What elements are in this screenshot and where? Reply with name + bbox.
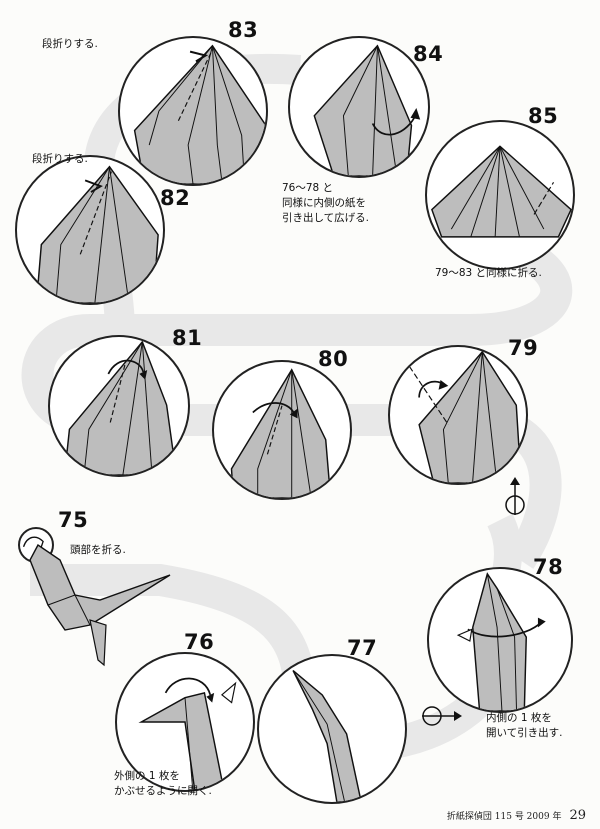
crane-tail-illustration [313, 44, 421, 176]
step-75-number: 75 [58, 508, 89, 532]
step-80-number: 80 [318, 347, 349, 371]
crane-tail-pleat-illustration [35, 165, 159, 303]
step-75-note: 頭部を折る. [70, 544, 126, 556]
page-number: 29 [569, 808, 586, 823]
step-78-note-1: 内側の 1 枚を [486, 712, 552, 724]
step-84-note-3: 引き出して広げる. [282, 212, 370, 224]
turn-over-icon [422, 706, 462, 726]
step-83-number: 83 [228, 18, 259, 42]
turn-over-icon [505, 477, 525, 515]
step-77-number: 77 [347, 636, 378, 660]
crane-neck-pull-illustration [456, 572, 546, 711]
step-82-diagram [15, 155, 165, 305]
publication-info: 折紙探偵団 115 号 2009 年 [446, 812, 562, 822]
step-84-note-2: 同様に内側の紙を [282, 197, 366, 209]
step-81-number: 81 [172, 326, 203, 350]
step-84-diagram [288, 36, 430, 178]
step-83-diagram [118, 36, 268, 186]
crane-tail-spread-illustration [431, 145, 572, 238]
step-76-diagram [115, 652, 255, 792]
step-77-diagram [257, 654, 407, 804]
step-78-note-2: 開いて引き出す. [486, 727, 563, 739]
step-85-note: 79〜83 と同様に折る. [435, 267, 542, 279]
step-76-note-2: かぶせるように開く. [114, 785, 212, 797]
crane-tail-fold-illustration [63, 340, 178, 475]
step-81-diagram [48, 335, 190, 477]
step-83-note: 段折りする. [42, 38, 98, 50]
crane-tail-fold-illustration [408, 350, 522, 483]
step-84-number: 84 [413, 42, 444, 66]
step-79-diagram [388, 345, 528, 485]
step-85-number: 85 [528, 104, 559, 128]
step-82-number: 82 [160, 186, 191, 210]
step-78-diagram [427, 567, 573, 713]
step-84-note-1: 76〜78 と [282, 182, 334, 194]
crane-tail-fold-illustration [133, 44, 266, 184]
crane-head-open-illustration [138, 677, 237, 790]
crane-figure-illustration [29, 543, 171, 667]
step-79-number: 79 [508, 336, 539, 360]
page-footer: 折紙探偵団 115 号 2009 年 29 [447, 808, 586, 823]
step-76-note-1: 外側の 1 枚を [114, 770, 180, 782]
step-80-diagram [212, 360, 352, 500]
crane-neck-illustration [292, 670, 362, 802]
step-82-note: 段折りする. [32, 153, 88, 165]
step-78-number: 78 [533, 555, 564, 579]
crane-head-detail-icon [22, 536, 44, 558]
crane-tail-fold-illustration [230, 368, 332, 498]
step-85-diagram [425, 120, 575, 270]
step-76-number: 76 [184, 630, 215, 654]
